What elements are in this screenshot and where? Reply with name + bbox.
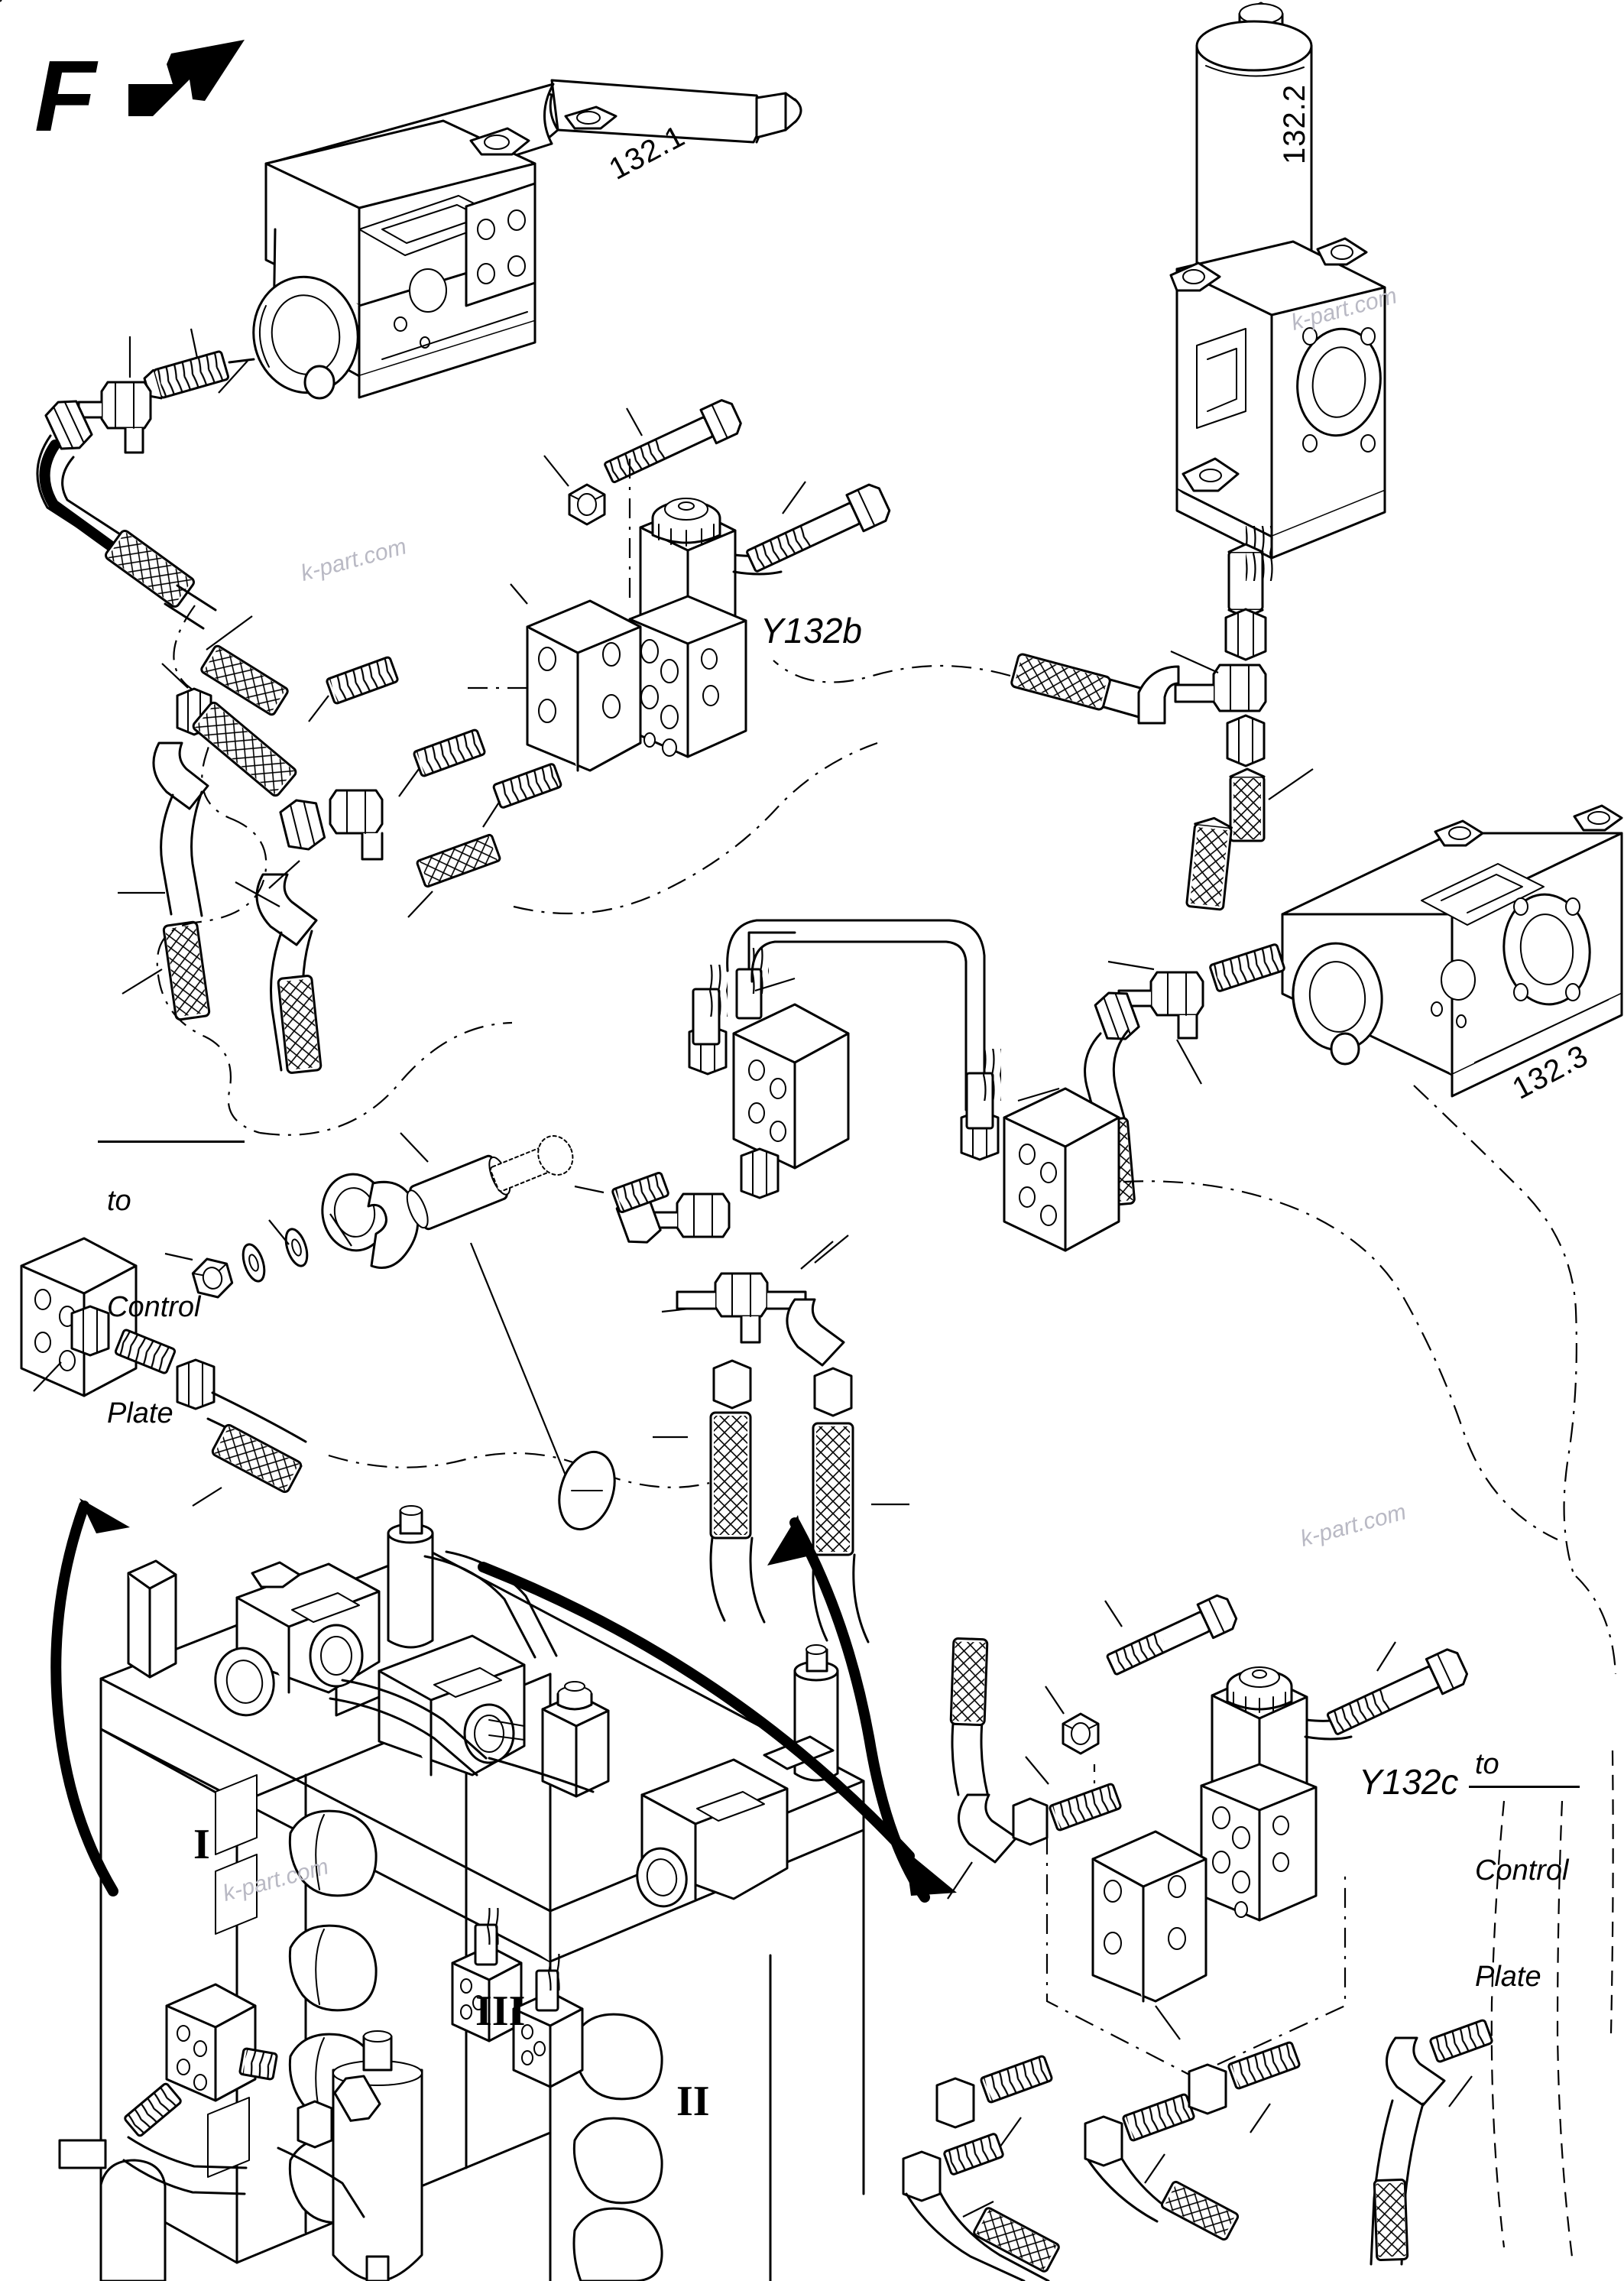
view-marker-letter: F [34, 40, 96, 152]
control-plate-line-to: to [1475, 1747, 1499, 1780]
pump-132-1-inlet-piping [36, 328, 323, 1074]
filter-bowl-centre [332, 2030, 423, 2281]
solenoid-valve-y132c [902, 1594, 1614, 2281]
pump-132-3-body [1029, 804, 1623, 1577]
centre-fitting-cluster [0, 0, 1558, 1643]
control-plate-note-right: to Control Plate [1475, 1676, 1569, 2065]
deck-solenoid [488, 1681, 610, 1798]
component-label-132-2: 132.2 [1278, 83, 1311, 164]
filter-bowl-left [58, 2139, 167, 2281]
deck-pump-left [214, 1561, 381, 1717]
control-plate-rule-right [1469, 1786, 1580, 1788]
control-plate-line-plate: Plate [107, 1397, 173, 1429]
control-plate-note-left: to Control Plate [107, 1112, 201, 1502]
pump-132-1-body [252, 79, 802, 400]
deck-pump-centre [378, 1505, 526, 1776]
view-direction-arrow-icon [128, 40, 245, 116]
control-plate-line-to: to [107, 1184, 131, 1217]
section-marker-III: III [475, 1987, 526, 2035]
section-marker-II: II [676, 2078, 710, 2125]
section-marker-I: I [193, 1821, 210, 1868]
control-plate-line-control: Control [1475, 1854, 1569, 1887]
pump-132-2-body [1169, 2, 1386, 560]
solenoid-label-y132b: Y132b [760, 611, 863, 651]
pressure-switch-assembly [164, 1132, 574, 1303]
main-valve-bank [50, 1498, 957, 2281]
control-plate-line-plate: Plate [1475, 1960, 1541, 1993]
control-plate-line-control: Control [107, 1290, 201, 1323]
eye-connector [0, 0, 616, 1531]
control-plate-rule-left [98, 1140, 245, 1143]
solenoid-valve-y132b [161, 399, 891, 918]
solenoid-label-y132c: Y132c [1359, 1762, 1459, 1802]
pump-132-2-outlet-stack [773, 526, 1314, 842]
